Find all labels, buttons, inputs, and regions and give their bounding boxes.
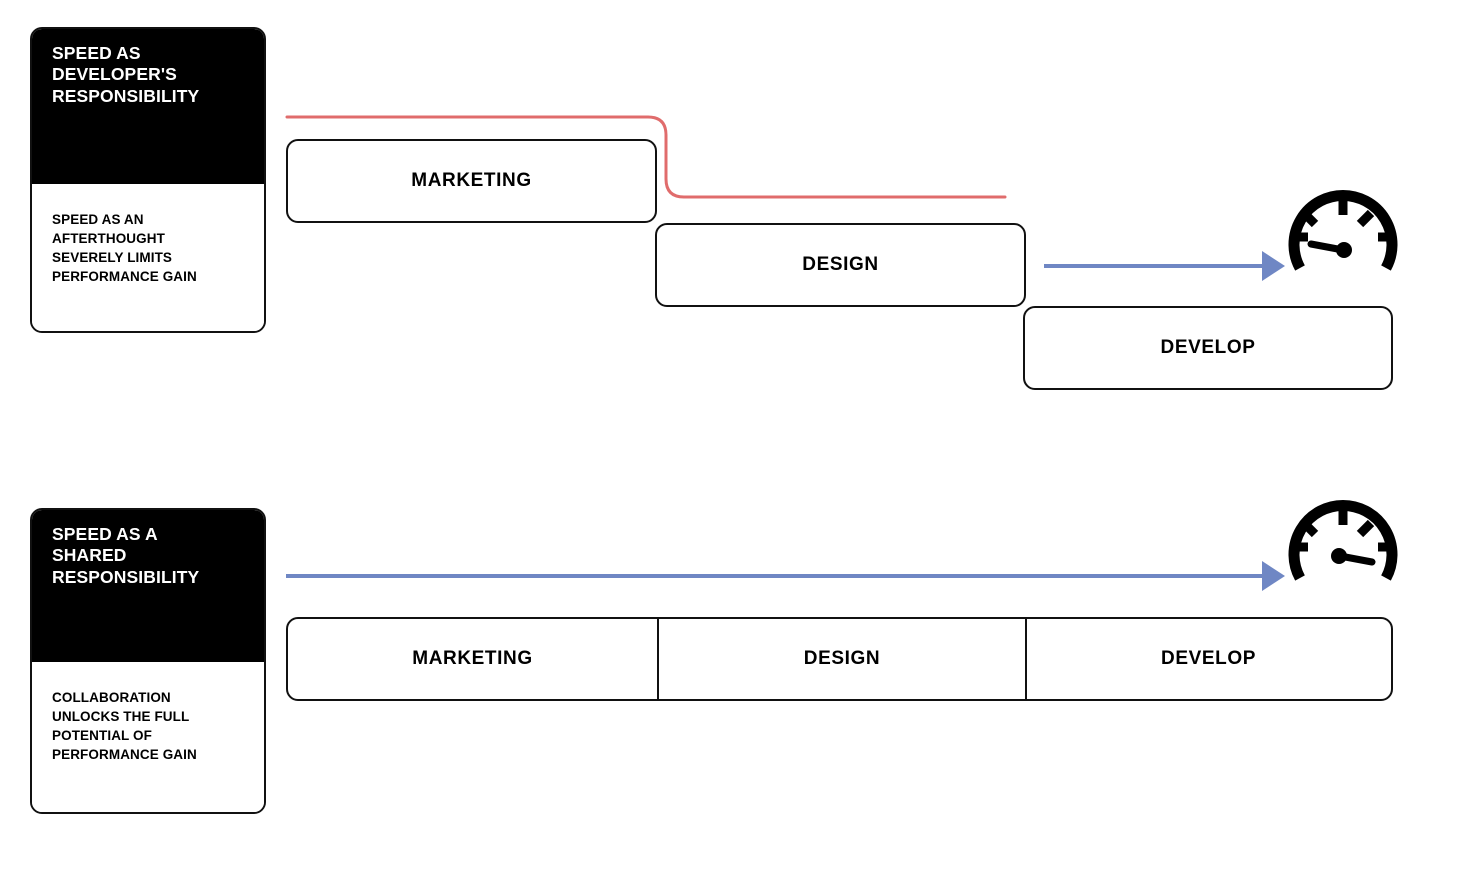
card-speed-as-a-shared-responsibility: SPEED AS A SHARED RESPONSIBILITY COLLABO…: [30, 508, 266, 814]
stage-box-label: DESIGN: [803, 648, 881, 669]
blue-arrow-shared: [286, 561, 1285, 591]
stage-box-design-sequential[interactable]: DESIGN: [655, 223, 1026, 307]
stage-box-label: DEVELOP: [1160, 337, 1256, 358]
card-header-sequential: SPEED AS DEVELOPER'S RESPONSIBILITY: [32, 29, 264, 184]
speedometer-low-icon: [1288, 190, 1398, 271]
card-body-text: COLLABORATION UNLOCKS THE FULL POTENTIAL…: [52, 690, 197, 763]
card-heading-text: SPEED AS A SHARED RESPONSIBILITY: [52, 524, 200, 587]
blue-arrow-sequential: [1044, 251, 1285, 281]
speedometer-high-icon: [1288, 500, 1398, 581]
stage-bar-shared: MARKETING DESIGN DEVELOP: [286, 617, 1393, 701]
red-delay-path: [285, 115, 1007, 199]
stage-box-develop-sequential[interactable]: DEVELOP: [1023, 306, 1393, 390]
stage-box-design-shared[interactable]: DESIGN: [657, 619, 1025, 699]
card-speed-as-developers-responsibility: SPEED AS DEVELOPER'S RESPONSIBILITY SPEE…: [30, 27, 266, 333]
stage-box-marketing-shared[interactable]: MARKETING: [288, 619, 657, 699]
stage-box-marketing-sequential[interactable]: MARKETING: [286, 139, 657, 223]
stage-box-label: MARKETING: [411, 170, 532, 191]
card-heading-text: SPEED AS DEVELOPER'S RESPONSIBILITY: [52, 43, 200, 106]
blue-arrow-head: [1262, 561, 1285, 591]
card-body-sequential: SPEED AS AN AFTERTHOUGHT SEVERELY LIMITS…: [32, 184, 264, 331]
stage-box-label: DESIGN: [802, 254, 879, 275]
card-body-text: SPEED AS AN AFTERTHOUGHT SEVERELY LIMITS…: [52, 212, 197, 285]
blue-arrow-head: [1262, 251, 1285, 281]
stage-box-label: MARKETING: [412, 648, 533, 669]
stage-box-develop-shared[interactable]: DEVELOP: [1025, 619, 1390, 699]
stage-box-label: DEVELOP: [1161, 648, 1256, 669]
card-body-shared: COLLABORATION UNLOCKS THE FULL POTENTIAL…: [32, 662, 264, 812]
card-header-shared: SPEED AS A SHARED RESPONSIBILITY: [32, 510, 264, 662]
